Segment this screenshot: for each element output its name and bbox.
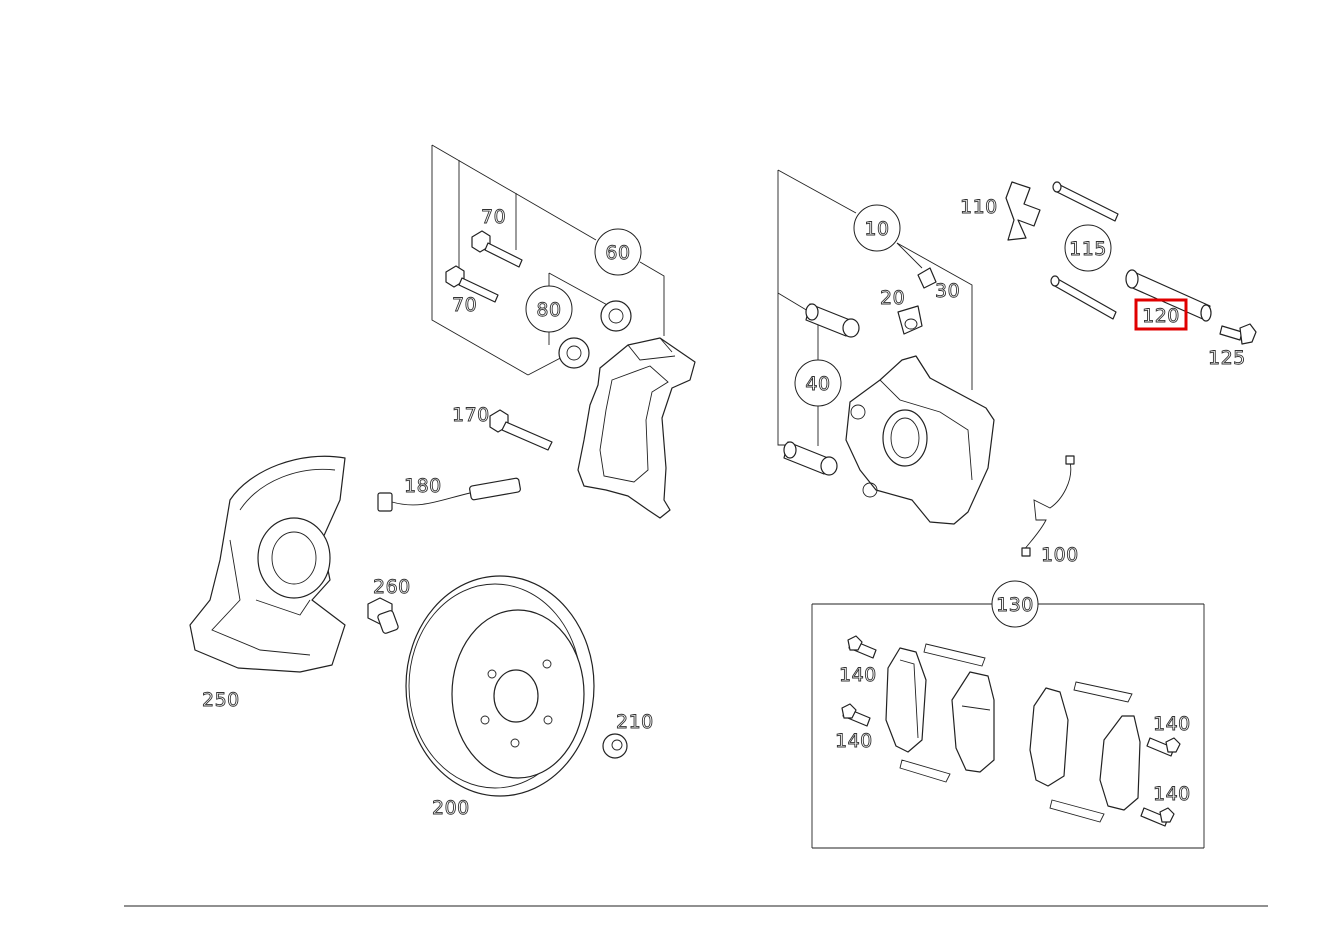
guide-bushing-120[interactable] [1125, 269, 1212, 322]
label-80: 80 [536, 299, 561, 321]
pad-inner-right[interactable] [1029, 687, 1069, 787]
label-180: 180 [404, 475, 442, 497]
bolt-260[interactable] [367, 597, 399, 634]
bubble-80 [525, 285, 573, 333]
label-140-d: 140 [1153, 783, 1191, 805]
highlight-box-120 [1134, 298, 1188, 331]
guide-pin-40-upper[interactable] [805, 303, 860, 338]
label-30: 30 [935, 280, 960, 302]
pad-inner-left[interactable] [885, 647, 927, 753]
label-250: 250 [202, 689, 240, 711]
bolt-125[interactable] [1219, 323, 1257, 345]
screw-210[interactable] [602, 733, 628, 759]
label-200: 200 [432, 797, 470, 819]
dust-cap-30[interactable] [917, 267, 937, 289]
caliper-carrier-bracket[interactable] [577, 337, 696, 519]
label-140-c: 140 [1153, 713, 1191, 735]
label-115: 115 [1069, 238, 1107, 260]
guide-pin-115-upper[interactable] [1052, 181, 1119, 222]
bubble-10 [853, 204, 901, 252]
label-140-b: 140 [835, 730, 873, 752]
label-210: 210 [616, 711, 654, 733]
brake-disc-200[interactable] [405, 575, 595, 797]
wear-sensor-180[interactable] [377, 477, 521, 512]
guide-pin-40-lower[interactable] [783, 441, 838, 476]
brake-pad-set-130 [811, 603, 1205, 849]
label-10: 10 [864, 218, 889, 240]
label-140-a: 140 [839, 664, 877, 686]
guide-pin-115-lower[interactable] [1050, 275, 1117, 320]
label-70-upper: 70 [481, 206, 506, 228]
label-120: 120 [1142, 305, 1180, 327]
bolts-140[interactable] [841, 635, 1181, 827]
label-20: 20 [880, 287, 905, 309]
spring-clip-110[interactable] [1005, 181, 1041, 241]
pad-outer-left[interactable] [951, 671, 995, 773]
pad-clips[interactable] [899, 643, 1133, 823]
label-100: 100 [1041, 544, 1079, 566]
label-60: 60 [605, 242, 630, 264]
label-40: 40 [805, 373, 830, 395]
bleeder-20[interactable] [897, 305, 923, 335]
label-130: 130 [996, 594, 1034, 616]
bolt-70-upper[interactable] [471, 230, 523, 268]
bubble-130 [991, 580, 1039, 628]
label-70-lower: 70 [452, 294, 477, 316]
label-125: 125 [1208, 347, 1246, 369]
wear-sensor-100[interactable] [1021, 455, 1075, 557]
label-110: 110 [960, 196, 998, 218]
splash-shield-250[interactable] [189, 455, 346, 673]
bubble-115 [1064, 224, 1112, 272]
nut-80-upper[interactable] [600, 300, 632, 332]
nut-80-lower[interactable] [558, 337, 590, 369]
label-170: 170 [452, 404, 490, 426]
bolt-70-lower[interactable] [445, 265, 499, 303]
bolt-170[interactable] [489, 409, 553, 451]
caliper-housing-10[interactable] [845, 355, 995, 525]
pad-outer-right[interactable] [1099, 715, 1141, 811]
label-260: 260 [373, 576, 411, 598]
caliper-carrier-group [431, 144, 665, 376]
bubble-60 [594, 228, 642, 276]
bubble-40 [794, 359, 842, 407]
